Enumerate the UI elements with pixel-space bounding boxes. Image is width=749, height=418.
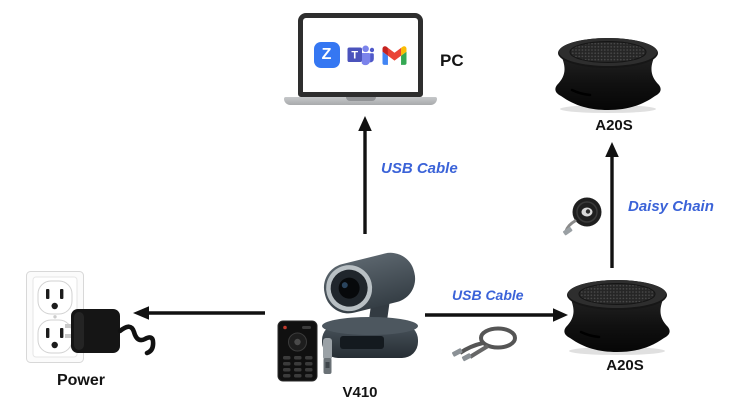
arrow-daisy-chain [605, 142, 619, 268]
arrow-camera-to-power [133, 306, 265, 320]
arrow-camera-to-pc [358, 116, 372, 234]
a20s-top-speakerphone [555, 38, 661, 113]
remote-control [277, 320, 318, 382]
v410-camera [322, 252, 418, 358]
usb-dongle-icon [323, 338, 332, 374]
daisy-chain-label: Daisy Chain [628, 198, 714, 215]
daisy-chain-cable-icon [562, 197, 602, 236]
a20s-top-label: A20S [595, 117, 633, 134]
laptop-notch [345, 97, 376, 101]
v410-label: V410 [342, 384, 378, 401]
a20s-bottom-label: A20S [606, 357, 644, 374]
power-adapter [65, 309, 156, 356]
pc-label: PC [440, 51, 464, 70]
pc-laptop: Z T [284, 13, 437, 105]
power-label: Power [56, 372, 105, 389]
svg-text:T: T [351, 50, 358, 62]
gmail-app-icon [382, 46, 406, 65]
a20s-bottom-speakerphone [564, 280, 670, 355]
arrow-camera-to-speaker [425, 308, 568, 322]
usb-cable-label-pc: USB Cable [381, 160, 458, 177]
usb-cable-icon [451, 326, 517, 362]
zoom-app-icon: Z [313, 42, 340, 68]
teams-app-icon: T [347, 45, 374, 66]
usb-cable-label-speaker: USB Cable [452, 287, 524, 303]
laptop-base [284, 97, 437, 105]
laptop-screen: Z T [298, 13, 423, 97]
